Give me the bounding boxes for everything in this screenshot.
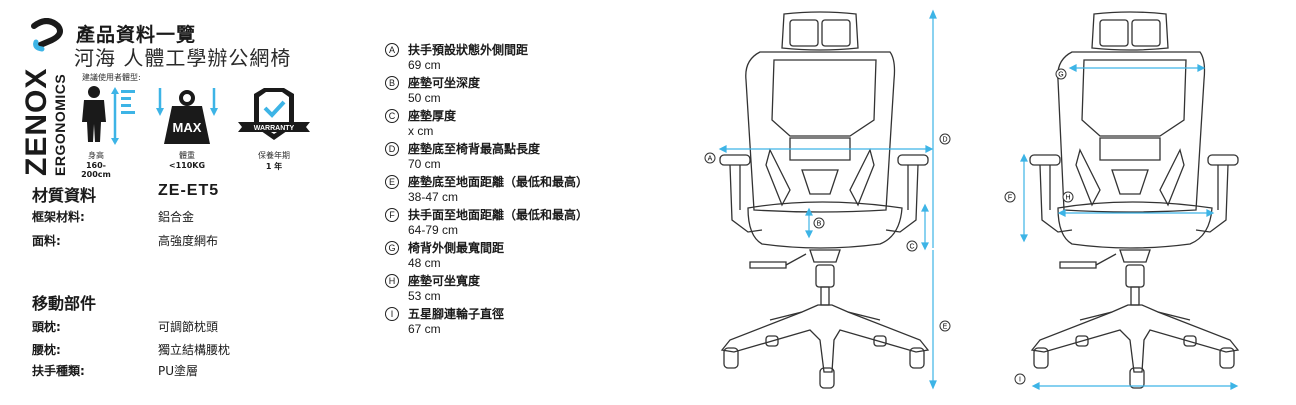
person-height-icon <box>82 86 135 145</box>
dim-label-a: A <box>704 152 716 164</box>
dim-label-c: C <box>906 240 918 252</box>
dim-label-d: D <box>939 133 951 145</box>
dim-label-b: B <box>813 217 825 229</box>
spec-value: 69 cm <box>408 58 441 72</box>
dimension-labels: A B C D E <box>704 133 951 332</box>
weight-value: <110KG <box>168 161 206 170</box>
product-name: 河海 人體工學辦公網椅 <box>74 46 292 70</box>
chair-diagram-front-a-e: A B C D E <box>704 9 951 390</box>
moving-parts-title: 移動部件 <box>32 294 97 313</box>
spec-key-badge: B <box>385 76 399 90</box>
svg-text:C: C <box>909 244 914 251</box>
height-spec: 身高 160-200cm <box>72 84 144 179</box>
spec-item-c: C 座墊厚度 x cm <box>385 106 645 139</box>
spec-name: 扶手面至地面距離（最低和最高） <box>408 208 589 222</box>
spec-name: 扶手預設狀態外側間距 <box>408 43 529 57</box>
spec-name: 五星腳連輪子直徑 <box>408 307 505 321</box>
svg-text:E: E <box>943 324 948 331</box>
spec-item-i: I 五星腳連輪子直徑 67 cm <box>385 304 645 337</box>
spec-value: 48 cm <box>408 256 441 270</box>
svg-text:B: B <box>817 221 822 228</box>
warranty-spec: WARRANTY 保養年期 1 年 <box>236 86 312 172</box>
weight-max-icon: MAX <box>156 88 218 144</box>
spec-key-badge: I <box>385 307 399 321</box>
spec-key-badge: D <box>385 142 399 156</box>
spec-item-b: B 座墊可坐深度 50 cm <box>385 73 645 106</box>
logo-swirl-icon <box>31 18 63 52</box>
spec-key-badge: G <box>385 241 399 255</box>
spec-value: 67 cm <box>408 322 441 336</box>
spec-key-badge: E <box>385 175 399 189</box>
spec-value: 50 cm <box>408 91 441 105</box>
spec-value: 70 cm <box>408 157 441 171</box>
svg-text:G: G <box>1058 72 1063 79</box>
svg-text:A: A <box>708 156 713 163</box>
page-title: 產品資料一覽 <box>76 24 197 46</box>
dim-label-h: H <box>1062 191 1074 203</box>
spec-key-badge: C <box>385 109 399 123</box>
spec-item-h: H 座墊可坐寬度 53 cm <box>385 271 645 304</box>
svg-text:D: D <box>942 137 947 144</box>
spec-name: 座墊厚度 <box>408 109 457 123</box>
part-row-label: 扶手種類: <box>32 364 85 378</box>
spec-item-g: G 椅背外側最寬間距 48 cm <box>385 238 645 271</box>
dimension-labels: G F H I <box>1004 68 1074 385</box>
part-row-value: 可調節枕頭 <box>158 320 219 334</box>
dimension-spec-list: A 扶手預設狀態外側間距 69 cm B 座墊可坐深度 50 cm C 座墊厚度… <box>385 40 645 337</box>
height-value: 160-200cm <box>81 161 111 179</box>
svg-text:I: I <box>1019 377 1021 384</box>
dim-label-g: G <box>1055 68 1067 80</box>
warranty-label: 保養年期 <box>258 151 290 160</box>
weight-label: 體重 <box>179 151 195 160</box>
spec-name: 座墊可坐深度 <box>408 76 481 90</box>
dimension-lines <box>1020 64 1239 390</box>
svg-text:H: H <box>1065 195 1070 202</box>
part-row-label: 頭枕: <box>32 320 61 334</box>
spec-name: 椅背外側最寬間距 <box>408 241 505 255</box>
part-row-label: 腰枕: <box>32 343 61 357</box>
spec-item-a: A 扶手預設狀態外側間距 69 cm <box>385 40 645 73</box>
spec-value: 38-47 cm <box>408 190 459 204</box>
warranty-value: 1 年 <box>265 162 283 171</box>
spec-item-d: D 座墊底至椅背最高點長度 70 cm <box>385 139 645 172</box>
dim-label-f: F <box>1004 191 1016 203</box>
chair-outline-icon <box>719 11 930 389</box>
dim-label-i: I <box>1014 373 1026 385</box>
part-row-value: 獨立結構腰枕 <box>158 343 231 357</box>
dim-label-e: E <box>939 320 951 332</box>
spec-name: 座墊底至椅背最高點長度 <box>408 142 541 156</box>
brand-logo: ZENOX ERGONOMICS <box>20 18 72 176</box>
spec-key-badge: F <box>385 208 399 222</box>
warranty-shield-icon: WARRANTY <box>238 88 310 140</box>
spec-value: 53 cm <box>408 289 441 303</box>
material-row-label: 框架材料: <box>32 210 85 224</box>
material-row-label: 面料: <box>32 234 61 248</box>
dimension-lines <box>718 9 937 390</box>
chair-outline-icon <box>1029 11 1240 389</box>
svg-text:WARRANTY: WARRANTY <box>254 125 295 132</box>
material-row-value: 鋁合金 <box>158 210 195 224</box>
weight-spec: MAX 體重 <110KG <box>156 86 218 170</box>
height-label: 身高 <box>88 151 104 160</box>
spec-value: 64-79 cm <box>408 223 459 237</box>
recommended-label: 建議使用者體型: <box>82 73 141 82</box>
svg-text:F: F <box>1008 195 1012 202</box>
part-row-value: PU塗層 <box>158 364 199 378</box>
spec-name: 座墊可坐寬度 <box>408 274 481 288</box>
chair-diagram-front-f-i: G F H I <box>1004 11 1240 390</box>
spec-key-badge: H <box>385 274 399 288</box>
spec-value: x cm <box>408 124 434 138</box>
spec-item-e: E 座墊底至地面距離（最低和最高） 38-47 cm <box>385 172 645 205</box>
spec-item-f: F 扶手面至地面距離（最低和最高） 64-79 cm <box>385 205 645 238</box>
svg-text:MAX: MAX <box>173 120 202 135</box>
material-row-value: 高強度網布 <box>158 234 219 248</box>
spec-key-badge: A <box>385 43 399 57</box>
materials-title: 材質資料 <box>32 186 97 205</box>
spec-name: 座墊底至地面距離（最低和最高） <box>408 175 589 189</box>
model-number: ZE-ET5 <box>158 182 220 199</box>
